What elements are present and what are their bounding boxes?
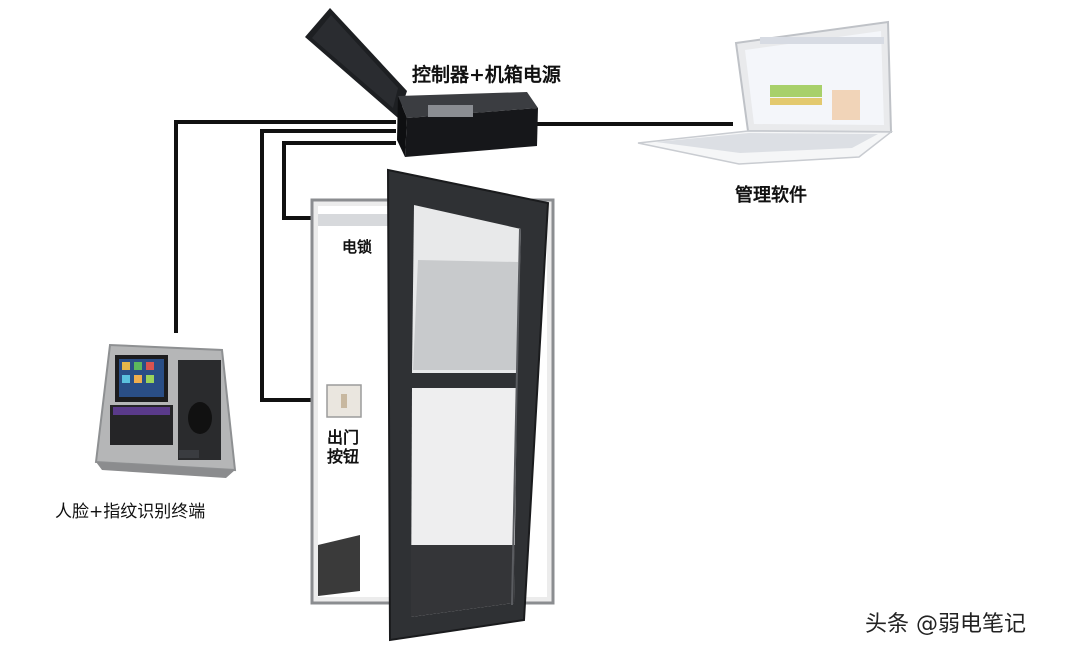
face-fingerprint-terminal-icon — [94, 343, 237, 478]
controller-box — [305, 8, 538, 157]
software-label: 管理软件 — [735, 185, 807, 206]
door-leaf — [386, 168, 550, 642]
watermark: 头条 @弱电笔记 — [865, 612, 1026, 637]
exit-button-label-line2: 按钮 — [327, 447, 360, 466]
controller-label: 控制器+机箱电源 — [412, 64, 561, 86]
cable-lines — [174, 120, 733, 402]
cable-exit-button-to-controller — [260, 129, 396, 402]
cable-terminal-to-controller — [174, 120, 396, 333]
terminal-label: 人脸+指纹识别终端 — [55, 502, 206, 522]
laptop-icon — [637, 20, 894, 165]
exit-button-label-line1: 出门 — [327, 428, 360, 447]
electric-lock-label: 电锁 — [342, 238, 373, 256]
cable-lock-to-controller — [282, 141, 396, 220]
